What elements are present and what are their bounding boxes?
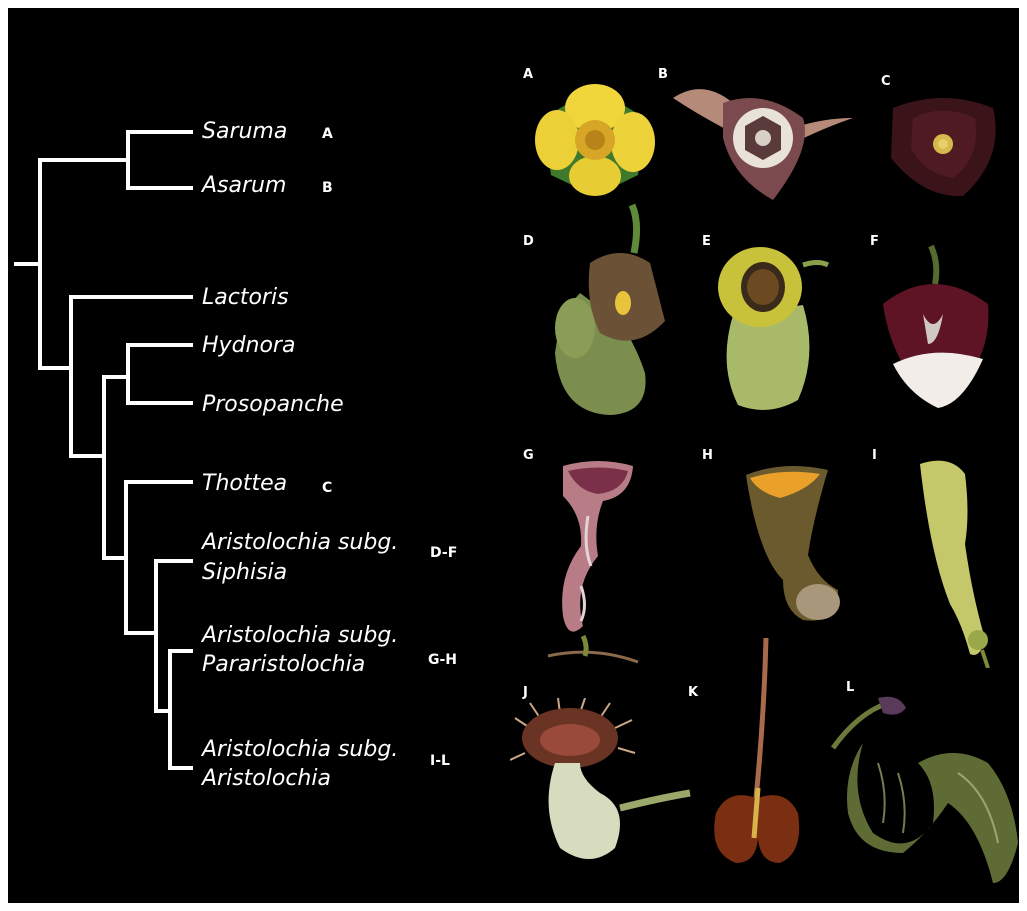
panel-label-c: C: [881, 74, 891, 89]
taxon-pararistolochia-line1: Aristolochia subg.: [202, 622, 398, 649]
ref-siphisia: D-F: [430, 545, 457, 561]
photo-k-aristolochia-flower: [708, 638, 808, 868]
taxon-aristolochia-line2: Aristolochia: [202, 765, 331, 792]
panel-label-h: H: [702, 448, 713, 463]
figure-panel: Saruma A Asarum B Lactoris Hydnora Proso…: [8, 8, 1019, 903]
photo-e-siphisia-flower: [708, 245, 833, 417]
taxon-prosopanche: Prosopanche: [202, 391, 344, 418]
photo-c-thottea-flower: [883, 88, 1005, 200]
photo-j-aristolochia-flower: [510, 698, 695, 870]
taxon-lactoris: Lactoris: [202, 284, 289, 311]
ref-saruma: A: [322, 126, 333, 142]
photo-i-aristolochia-flower: [910, 454, 995, 668]
taxon-saruma: Saruma: [202, 118, 287, 145]
ref-pararistolochia: G-H: [428, 652, 457, 668]
taxon-siphisia-line2: Siphisia: [202, 559, 287, 586]
taxon-siphisia-line1: Aristolochia subg.: [202, 529, 398, 556]
taxon-thottea: Thottea: [202, 470, 287, 497]
photo-h-pararistolochia-flower: [728, 460, 850, 625]
taxon-pararistolochia-line2: Pararistolochia: [202, 651, 365, 678]
panel-label-d: D: [523, 234, 534, 249]
photo-g-pararistolochia-flower: [543, 456, 643, 669]
ref-asarum: B: [322, 180, 333, 196]
taxon-hydnora: Hydnora: [202, 332, 295, 359]
photo-l-aristolochia-flower: [828, 693, 1019, 888]
ref-aristolochia: I-L: [430, 753, 450, 769]
taxon-asarum: Asarum: [202, 172, 286, 199]
photo-a-saruma-flower: [533, 80, 658, 200]
photo-d-siphisia-flower: [540, 203, 668, 418]
panel-label-g: G: [523, 448, 534, 463]
photo-b-asarum-flower: [663, 78, 863, 206]
photo-f-siphisia-flower: [873, 244, 998, 412]
taxon-aristolochia-line1: Aristolochia subg.: [202, 736, 398, 763]
panel-label-i: I: [872, 448, 877, 463]
ref-thottea: C: [322, 480, 332, 496]
panel-label-a: A: [523, 67, 533, 82]
